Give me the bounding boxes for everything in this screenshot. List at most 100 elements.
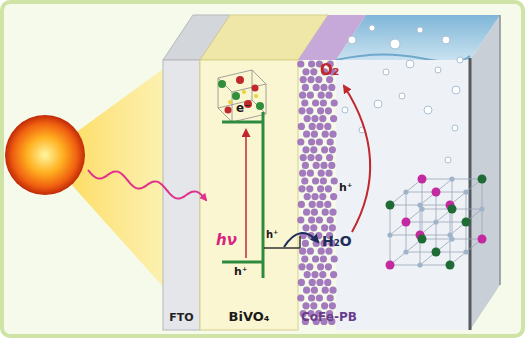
hole-label: h⁺ <box>339 182 353 194</box>
pb-particle <box>324 123 331 130</box>
pb-particle <box>329 302 336 309</box>
valence-band <box>222 261 262 264</box>
pb-particle <box>302 68 309 75</box>
illustration-part <box>242 90 246 94</box>
pb-particle <box>317 107 324 114</box>
pb-particle <box>322 287 329 294</box>
lattice-atom <box>479 206 484 211</box>
illustration-part <box>236 76 244 84</box>
illustration-part <box>218 100 266 122</box>
cell-edge <box>469 58 472 330</box>
illustration-part <box>218 80 226 88</box>
gas-bubble <box>406 60 414 68</box>
lattice-atom <box>463 249 468 254</box>
pb-particle <box>316 138 323 145</box>
photon-label: hν <box>216 232 237 249</box>
lattice-atom <box>432 248 441 257</box>
pb-particle <box>329 209 336 216</box>
pb-particle <box>321 224 328 231</box>
pb-level <box>264 247 300 249</box>
conduction-band <box>222 121 262 124</box>
gas-bubble <box>452 125 458 131</box>
gas-bubble <box>442 36 450 44</box>
pb-particle <box>325 170 332 177</box>
gas-bubble <box>399 93 405 99</box>
hole-transfer-arrow <box>284 233 318 247</box>
lattice-bond <box>420 209 452 235</box>
pb-particle <box>318 92 325 99</box>
pb-particle <box>302 162 309 169</box>
pb-particle <box>309 279 316 286</box>
water-surface <box>336 15 500 60</box>
pb-particle <box>328 84 335 91</box>
pb-particle <box>317 263 324 270</box>
pb-particle <box>297 294 304 301</box>
pb-particle <box>322 209 329 216</box>
gas-bubble <box>424 106 432 114</box>
lattice-atom <box>446 261 455 270</box>
pb-particle <box>307 154 314 161</box>
lattice-atom <box>402 218 411 227</box>
illustration-part <box>256 102 264 110</box>
pb-particle <box>307 76 314 83</box>
pb-particle <box>304 271 311 278</box>
pb-particle <box>321 146 328 153</box>
pb-particle <box>301 255 308 262</box>
pb-particle <box>306 107 313 114</box>
pb-particle <box>316 216 323 223</box>
layer-band: CoFe-PB <box>298 60 360 330</box>
lattice-bond <box>450 209 482 235</box>
gas-bubble <box>374 100 382 108</box>
pb-particle <box>312 177 319 184</box>
pb-particle <box>329 131 336 138</box>
gas-bubble <box>435 67 441 73</box>
pb-particle <box>302 84 309 91</box>
lattice-atom <box>387 232 392 237</box>
bubbles <box>342 25 463 163</box>
pb-particle <box>319 193 326 200</box>
pb-particle <box>302 224 309 231</box>
pb-particle <box>299 248 306 255</box>
gas-bubble <box>445 157 451 163</box>
bivo4-face <box>200 60 298 330</box>
pb-particle <box>304 193 311 200</box>
gas-bubble <box>369 25 375 31</box>
pb-particle <box>308 138 315 145</box>
pb-particle <box>307 170 314 177</box>
pb-particle <box>313 84 320 91</box>
pb-particle <box>298 123 305 130</box>
pb-particle <box>329 146 336 153</box>
pb-particle <box>302 302 309 309</box>
pb-particle <box>310 302 317 309</box>
pb-particle <box>316 123 323 130</box>
illustration-part <box>232 92 240 100</box>
cell-edge <box>499 15 501 285</box>
pb-particle <box>308 60 315 67</box>
gas-bubble <box>342 107 348 113</box>
pb-particle <box>297 60 304 67</box>
electrolyte-face <box>336 60 470 330</box>
gas-bubble <box>383 69 389 75</box>
pb-particle <box>303 131 310 138</box>
pb-particle <box>310 68 317 75</box>
lattice-atom <box>448 205 457 214</box>
pb-particle <box>301 99 308 106</box>
oxidation-arrow <box>344 86 370 232</box>
pb-particle <box>320 84 327 91</box>
pb-particle <box>320 162 327 169</box>
lattice-atom <box>478 175 487 184</box>
pb-particle <box>328 162 335 169</box>
lattice-atom <box>478 235 487 244</box>
lattice-atom <box>433 219 438 224</box>
gas-bubble <box>417 27 423 33</box>
hole-label: h⁺ <box>266 229 278 240</box>
fto-face <box>163 60 200 330</box>
pb-particle <box>298 107 305 114</box>
excitation-arrow <box>245 130 247 258</box>
lattice-atom <box>418 235 427 244</box>
water-label: H₂O <box>322 234 352 249</box>
pb-particle <box>331 255 338 262</box>
lattice-atom <box>449 236 454 241</box>
